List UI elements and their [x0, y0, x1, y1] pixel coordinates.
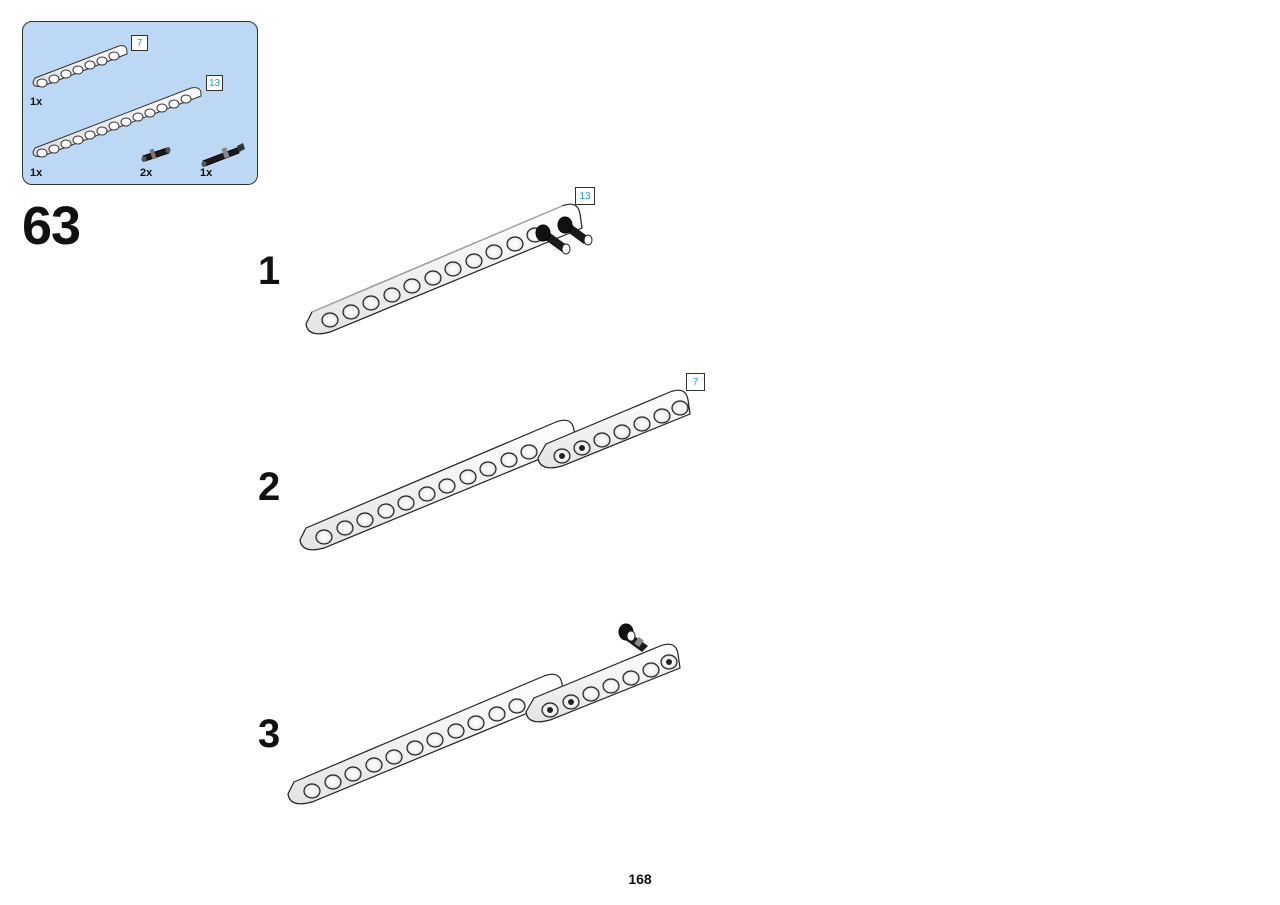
part-quantity: 2x [140, 167, 153, 179]
page-number: 168 [628, 871, 652, 887]
connector-peg-icon [141, 147, 171, 162]
pin-icon [557, 216, 593, 246]
beam-7-icon [32, 45, 128, 88]
pin-icon [535, 224, 571, 255]
assembly-step-3-illustration [287, 623, 681, 805]
assembly-step-1-illustration [305, 203, 593, 335]
sub-step-number: 2 [258, 465, 281, 509]
axle-peg-icon [618, 623, 648, 652]
callout-length-badge: 7 [686, 373, 705, 391]
callout-length-badge: 13 [575, 187, 595, 205]
sub-step-number: 1 [258, 249, 281, 293]
beam-length-badge: 7 [131, 35, 148, 51]
beam-length-badge: 13 [206, 75, 223, 91]
part-quantity: 1x [30, 167, 43, 179]
part-quantity: 1x [200, 167, 213, 179]
parts-list-panel: 7 13 1x 1x 2x 1x [22, 21, 258, 185]
assembly-step-2-illustration [299, 389, 691, 551]
axle-peg-icon [201, 143, 245, 167]
part-quantity: 1x [30, 96, 43, 108]
beam-13-icon [32, 87, 202, 158]
sub-step-number: 3 [258, 712, 281, 756]
step-number: 63 [22, 196, 81, 256]
